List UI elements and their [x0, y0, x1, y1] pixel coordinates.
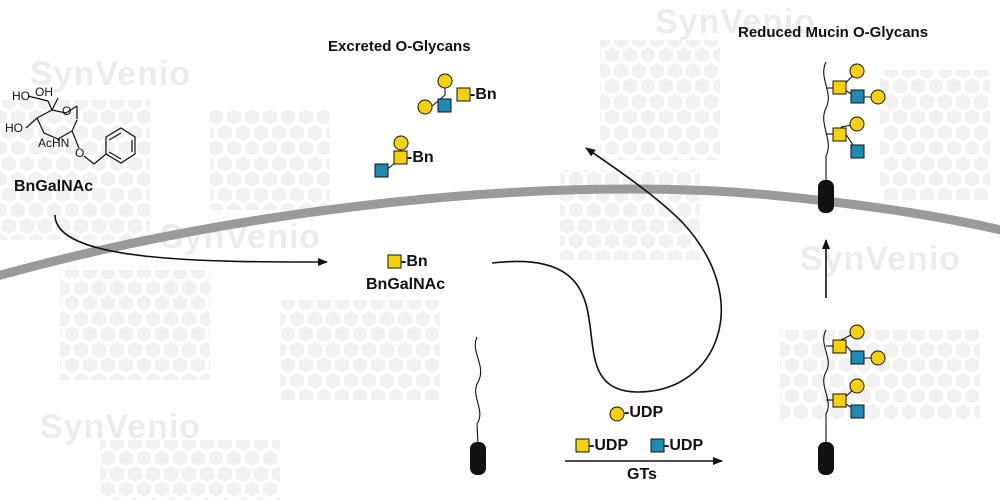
bngalnac-structure: [25, 95, 136, 165]
udp-galactose-label: -UDP: [624, 404, 664, 421]
galactose-symbol: [849, 63, 865, 79]
galactose-symbol: [393, 135, 409, 151]
glcnac-symbol: [850, 144, 865, 159]
watermark-text: SynVenio: [40, 408, 202, 446]
watermark-text: SynVenio: [655, 3, 817, 41]
glcnac-symbol: [850, 89, 865, 104]
galactose-symbol: [870, 350, 886, 366]
udp-galnac-symbol: [575, 438, 590, 453]
cell-membrane: [0, 184, 1000, 280]
galactose-symbol: [849, 324, 865, 340]
galactose-symbol: [417, 99, 433, 115]
mucin-protein-bottom-right: [818, 329, 834, 475]
excreted-glycan-bn-label: -Bn: [407, 149, 434, 166]
galactose-symbol: [849, 378, 865, 394]
atom-label-ring-oxygen: O: [62, 104, 72, 118]
glycosyltransferases-label: GTs: [627, 466, 657, 483]
udp-galactose-symbol: [609, 406, 625, 422]
mucin-protein-bottom-left: [470, 336, 486, 475]
udp-glcnac-label: -UDP: [664, 437, 704, 454]
galactose-symbol: [437, 73, 453, 89]
glcnac-symbol: [850, 350, 865, 365]
galactose-symbol: [849, 116, 865, 132]
uptake-arrow: [54, 214, 328, 266]
udp-galnac-label: -UDP: [589, 437, 629, 454]
glcnac-symbol: [850, 404, 865, 419]
galnac-symbol: [393, 150, 408, 165]
excreted-glycan-bn-label: -Bn: [470, 86, 497, 103]
hexagon-background: [0, 40, 990, 500]
excreted-o-glycans-title: Excreted O-Glycans: [328, 38, 471, 55]
atom-label-oh: OH: [35, 85, 53, 99]
galactose-symbol: [870, 89, 886, 105]
glcnac-symbol: [374, 163, 389, 178]
reduced-mucin-o-glycans-title: Reduced Mucin O-Glycans: [738, 24, 929, 41]
mucin-protein-top-right: [818, 61, 834, 213]
atom-label-oxygen: O: [75, 146, 85, 160]
galnac-symbol: [832, 339, 847, 354]
bngalnac-compound-label: BnGalNAc: [14, 178, 94, 195]
intracellular-bn-label: -Bn: [401, 253, 428, 270]
galnac-symbol: [832, 393, 847, 408]
udp-glcnac-symbol: [650, 438, 665, 453]
glcnac-symbol: [437, 98, 452, 113]
excretion-arrow: [491, 147, 722, 393]
galnac-symbol: [456, 87, 471, 102]
atom-label-achn: AcHN: [38, 136, 70, 150]
atom-label-ho: HO: [5, 121, 23, 135]
atom-label-ho: HO: [12, 89, 30, 103]
galnac-symbol: [832, 80, 847, 95]
galnac-symbol: [832, 127, 847, 142]
galnac-symbol: [387, 254, 402, 269]
intracellular-bngalnac-label: BnGalNAc: [366, 276, 446, 293]
watermark-text: SynVenio: [30, 55, 192, 93]
